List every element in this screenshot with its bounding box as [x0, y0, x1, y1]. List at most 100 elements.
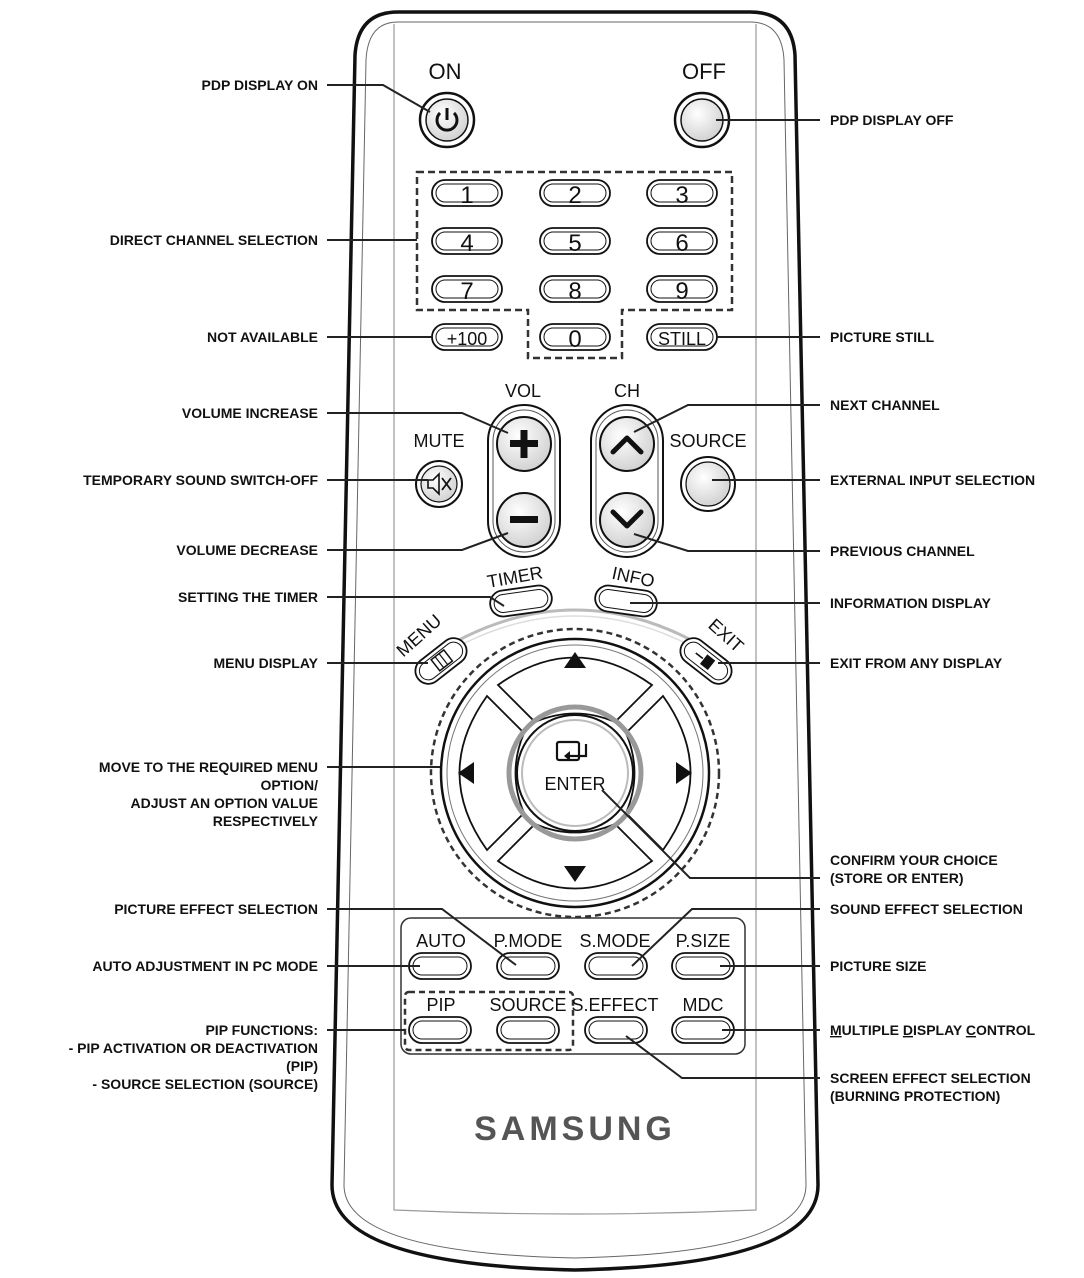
digit-label: 8 [568, 278, 581, 305]
source-bottom-label: SOURCE [489, 995, 566, 1015]
dpad-up-button[interactable] [496, 652, 654, 724]
digit-label: 4 [460, 230, 473, 257]
digit-label: 5 [568, 230, 581, 257]
digit-button-8[interactable]: 8 [539, 275, 611, 305]
mdc-c: C [966, 1022, 976, 1038]
digit-label: 2 [568, 182, 581, 209]
menu-button[interactable] [410, 633, 472, 689]
callout-menu: MENU DISPLAY [213, 655, 318, 671]
source-button[interactable] [680, 456, 736, 512]
on-label: ON [429, 59, 462, 84]
pmode-label: P.MODE [494, 931, 563, 951]
mdc-ontrol: ONTROL [976, 1022, 1036, 1038]
still-button[interactable]: STILL [646, 323, 718, 351]
mdc-isplay: ISPLAY [913, 1022, 966, 1038]
digit-button-4[interactable]: 4 [431, 227, 503, 257]
callout-move-1: MOVE TO THE REQUIRED MENU [99, 759, 318, 775]
plus100-button[interactable]: +100 [431, 323, 503, 351]
callout-volume-increase: VOLUME INCREASE [182, 405, 318, 421]
still-label: STILL [658, 329, 706, 349]
triangle-left-icon [458, 762, 474, 784]
menu-grid-icon [430, 648, 454, 672]
callout-pip-4: - SOURCE SELECTION (SOURCE) [92, 1076, 318, 1092]
power-off-button[interactable] [673, 91, 731, 149]
callout-confirm-2: (STORE OR ENTER) [830, 870, 964, 886]
brand-logo: SAMSUNG [474, 1110, 676, 1148]
channel-up-button[interactable] [599, 416, 655, 472]
callout-previous-channel: PREVIOUS CHANNEL [830, 543, 975, 559]
callout-confirm-1: CONFIRM YOUR CHOICE [830, 852, 998, 868]
function-arc [424, 608, 726, 662]
callout-pdp-off: PDP DISPLAY OFF [830, 112, 954, 128]
callout-pip-1: PIP FUNCTIONS: [205, 1022, 318, 1038]
source-top-label: SOURCE [669, 431, 746, 451]
seffect-button[interactable] [584, 1016, 648, 1044]
left-callouts: PDP DISPLAY ON DIRECT CHANNEL SELECTION … [69, 77, 319, 1092]
callout-sound-effect: SOUND EFFECT SELECTION [830, 901, 1023, 917]
smode-label: S.MODE [579, 931, 650, 951]
pip-button[interactable] [408, 1016, 472, 1044]
off-label: OFF [682, 59, 726, 84]
dpad-down-button[interactable] [496, 822, 654, 890]
callout-pip-2: - PIP ACTIVATION OR DEACTIVATION [69, 1040, 318, 1056]
callout-external-input: EXTERNAL INPUT SELECTION [830, 472, 1035, 488]
auto-label: AUTO [416, 931, 466, 951]
plus100-label: +100 [447, 329, 488, 349]
callout-info: INFORMATION DISPLAY [830, 595, 992, 611]
volume-down-button[interactable] [496, 492, 552, 548]
digit-label: 9 [675, 278, 688, 305]
digit-button-9[interactable]: 9 [646, 275, 718, 305]
callout-timer: SETTING THE TIMER [178, 589, 318, 605]
mdc-ultiple: ULTIPLE [842, 1022, 903, 1038]
digit-label: 6 [675, 230, 688, 257]
callout-picture-still: PICTURE STILL [830, 329, 935, 345]
digit-button-3[interactable]: 3 [646, 179, 718, 209]
triangle-up-icon [564, 652, 586, 668]
digit-label: 1 [460, 182, 473, 209]
callout-screen-effect-1: SCREEN EFFECT SELECTION [830, 1070, 1031, 1086]
dpad-dashed-ring [429, 627, 721, 919]
callout-not-available: NOT AVAILABLE [207, 329, 318, 345]
pip-group-outline [403, 990, 575, 1052]
exit-button[interactable] [675, 633, 737, 689]
volume-up-button[interactable] [496, 416, 552, 472]
pip-source-button[interactable] [496, 1016, 560, 1044]
info-button[interactable] [593, 584, 658, 618]
digit-button-2[interactable]: 2 [539, 179, 611, 209]
callout-exit: EXIT FROM ANY DISPLAY [830, 655, 1003, 671]
pip-label: PIP [426, 995, 455, 1015]
mute-label: MUTE [414, 431, 465, 451]
mdc-m: M [830, 1022, 842, 1038]
smode-button[interactable] [584, 952, 648, 980]
timer-button[interactable] [488, 584, 553, 618]
mdc-d: D [903, 1022, 913, 1038]
digit-button-0[interactable]: 0 [539, 323, 611, 353]
number-pad-outline [415, 170, 734, 360]
callout-volume-decrease: VOLUME DECREASE [176, 542, 318, 558]
pmode-button[interactable] [496, 952, 560, 980]
enter-button[interactable]: ENTER [516, 714, 634, 832]
dpad-left-button[interactable] [458, 694, 526, 852]
callout-screen-effect-2: (BURNING PROTECTION) [830, 1088, 1000, 1104]
chevron-up-icon [610, 435, 644, 455]
triangle-down-icon [564, 866, 586, 882]
vol-label: VOL [505, 381, 541, 401]
callout-move-4: RESPECTIVELY [213, 813, 319, 829]
digit-button-7[interactable]: 7 [431, 275, 503, 305]
power-on-button[interactable] [418, 91, 476, 149]
callout-mute: TEMPORARY SOUND SWITCH-OFF [83, 472, 318, 488]
power-icon [435, 108, 459, 132]
digit-button-5[interactable]: 5 [539, 227, 611, 257]
digit-label: 7 [460, 278, 473, 305]
triangle-right-icon [676, 762, 692, 784]
digit-label: 0 [568, 326, 581, 353]
digit-button-6[interactable]: 6 [646, 227, 718, 257]
callout-picture-size: PICTURE SIZE [830, 958, 926, 974]
channel-down-button[interactable] [599, 492, 655, 548]
digit-button-1[interactable]: 1 [431, 179, 503, 209]
leader-lines [327, 84, 820, 1079]
mute-speaker-icon [427, 472, 452, 496]
callout-move-3: ADJUST AN OPTION VALUE [131, 795, 318, 811]
mute-button[interactable] [415, 460, 463, 508]
callout-direct-channel: DIRECT CHANNEL SELECTION [110, 232, 318, 248]
